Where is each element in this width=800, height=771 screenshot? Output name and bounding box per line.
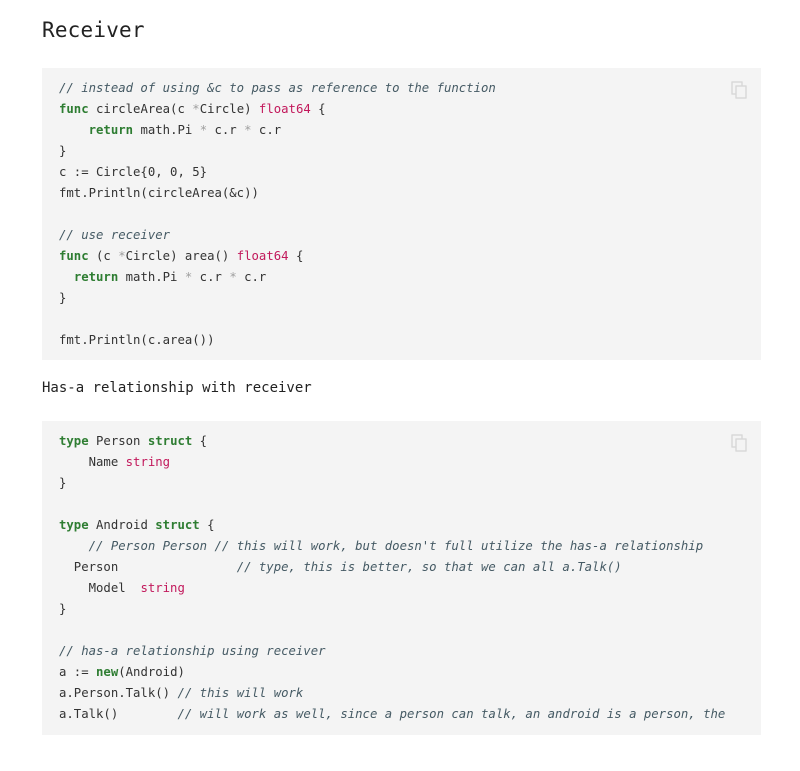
code-token bbox=[59, 123, 89, 137]
code-line: } bbox=[59, 288, 496, 309]
code-line: return math.Pi * c.r * c.r bbox=[59, 120, 496, 141]
code-line bbox=[59, 620, 725, 641]
code-line: // instead of using &c to pass as refere… bbox=[59, 78, 496, 99]
section-heading: Receiver bbox=[42, 18, 145, 42]
code-token: Person bbox=[88, 434, 148, 448]
code-token: struct bbox=[155, 518, 200, 532]
code-line: fmt.Println(circleArea(&c)) bbox=[59, 183, 496, 204]
code-token bbox=[59, 539, 89, 553]
code-token: * bbox=[192, 102, 200, 116]
code-token: Circle) area() bbox=[125, 249, 237, 263]
code-token: string bbox=[140, 581, 185, 595]
code-token: func bbox=[59, 102, 89, 116]
code-line: type Person struct { bbox=[59, 431, 725, 452]
code-token: // use receiver bbox=[59, 228, 171, 242]
code-line: a.Talk() // will work as well, since a p… bbox=[59, 704, 725, 725]
code-token: a := bbox=[59, 665, 97, 679]
code-token: // instead of using &c to pass as refere… bbox=[59, 81, 496, 95]
code-token: type bbox=[59, 518, 89, 532]
code-token: return bbox=[73, 270, 119, 284]
code-token bbox=[59, 270, 74, 284]
code-token: Circle) bbox=[199, 102, 259, 116]
code-token: { bbox=[310, 102, 326, 116]
code-token: } bbox=[59, 291, 67, 305]
code-line: } bbox=[59, 141, 496, 162]
code-line: } bbox=[59, 599, 725, 620]
code-token: string bbox=[125, 455, 171, 469]
code-token: float64 bbox=[236, 249, 289, 263]
code-token: // type, this is better, so that we can … bbox=[236, 560, 622, 574]
code-line: } bbox=[59, 473, 725, 494]
code-line: Person // type, this is better, so that … bbox=[59, 557, 725, 578]
code-line: Model string bbox=[59, 578, 725, 599]
code-token: * bbox=[199, 123, 208, 137]
code-line: func (c *Circle) area() float64 { bbox=[59, 246, 496, 267]
code-token: c.r bbox=[251, 123, 282, 137]
code-content: // instead of using &c to pass as refere… bbox=[59, 78, 496, 351]
code-token: // Person Person // this will work, but … bbox=[88, 539, 704, 553]
code-token: circleArea(c bbox=[88, 102, 193, 116]
code-token: math.Pi bbox=[133, 123, 200, 137]
code-token: Android bbox=[88, 518, 156, 532]
code-token: } bbox=[59, 602, 67, 616]
code-line: type Android struct { bbox=[59, 515, 725, 536]
copy-icon[interactable] bbox=[731, 434, 747, 452]
code-token: c.r bbox=[192, 270, 230, 284]
code-token: float64 bbox=[258, 102, 311, 116]
code-token: // will work as well, since a person can… bbox=[177, 707, 726, 721]
code-token: { bbox=[192, 434, 208, 448]
section-paragraph: Has-a relationship with receiver bbox=[42, 380, 312, 396]
code-line bbox=[59, 494, 725, 515]
code-token: Name bbox=[59, 455, 126, 469]
code-line: Name string bbox=[59, 452, 725, 473]
code-token: } bbox=[59, 476, 67, 490]
code-token: // this will work bbox=[177, 686, 304, 700]
code-token: } bbox=[59, 144, 67, 158]
code-token: return bbox=[88, 123, 134, 137]
code-line: // Person Person // this will work, but … bbox=[59, 536, 725, 557]
code-line: a.Person.Talk() // this will work bbox=[59, 683, 725, 704]
code-line: fmt.Println(c.area()) bbox=[59, 330, 496, 351]
code-token: { bbox=[288, 249, 304, 263]
code-token: (Android) bbox=[118, 665, 185, 679]
code-token: Person bbox=[59, 560, 237, 574]
code-line: func circleArea(c *Circle) float64 { bbox=[59, 99, 496, 120]
code-token: func bbox=[59, 249, 89, 263]
code-line: a := new(Android) bbox=[59, 662, 725, 683]
code-block-receiver: // instead of using &c to pass as refere… bbox=[42, 68, 761, 360]
code-token: (c bbox=[88, 249, 119, 263]
code-token: a.Talk() bbox=[59, 707, 178, 721]
code-token: c.r bbox=[207, 123, 245, 137]
code-token: * bbox=[118, 249, 126, 263]
code-token: type bbox=[59, 434, 89, 448]
code-token: c.r bbox=[236, 270, 267, 284]
code-line: c := Circle{0, 0, 5} bbox=[59, 162, 496, 183]
code-token: a.Person.Talk() bbox=[59, 686, 178, 700]
code-token: { bbox=[199, 518, 215, 532]
code-token: * bbox=[184, 270, 193, 284]
code-token: // has-a relationship using receiver bbox=[59, 644, 326, 658]
code-line: // use receiver bbox=[59, 225, 496, 246]
code-line: return math.Pi * c.r * c.r bbox=[59, 267, 496, 288]
code-token: fmt.Println(c.area()) bbox=[59, 333, 215, 347]
code-token: c := Circle{0, 0, 5} bbox=[59, 165, 208, 179]
code-content: type Person struct { Name string} type An… bbox=[59, 431, 725, 725]
code-token: math.Pi bbox=[118, 270, 185, 284]
code-token: Model bbox=[59, 581, 141, 595]
code-token: * bbox=[229, 270, 237, 284]
code-line bbox=[59, 309, 496, 330]
code-line bbox=[59, 204, 496, 225]
code-token: * bbox=[244, 123, 252, 137]
code-block-has-a: type Person struct { Name string} type An… bbox=[42, 421, 761, 735]
code-token: fmt.Println(circleArea(&c)) bbox=[59, 186, 259, 200]
copy-icon[interactable] bbox=[731, 81, 747, 99]
code-line: // has-a relationship using receiver bbox=[59, 641, 725, 662]
code-token: struct bbox=[147, 434, 193, 448]
code-token: new bbox=[96, 665, 119, 679]
